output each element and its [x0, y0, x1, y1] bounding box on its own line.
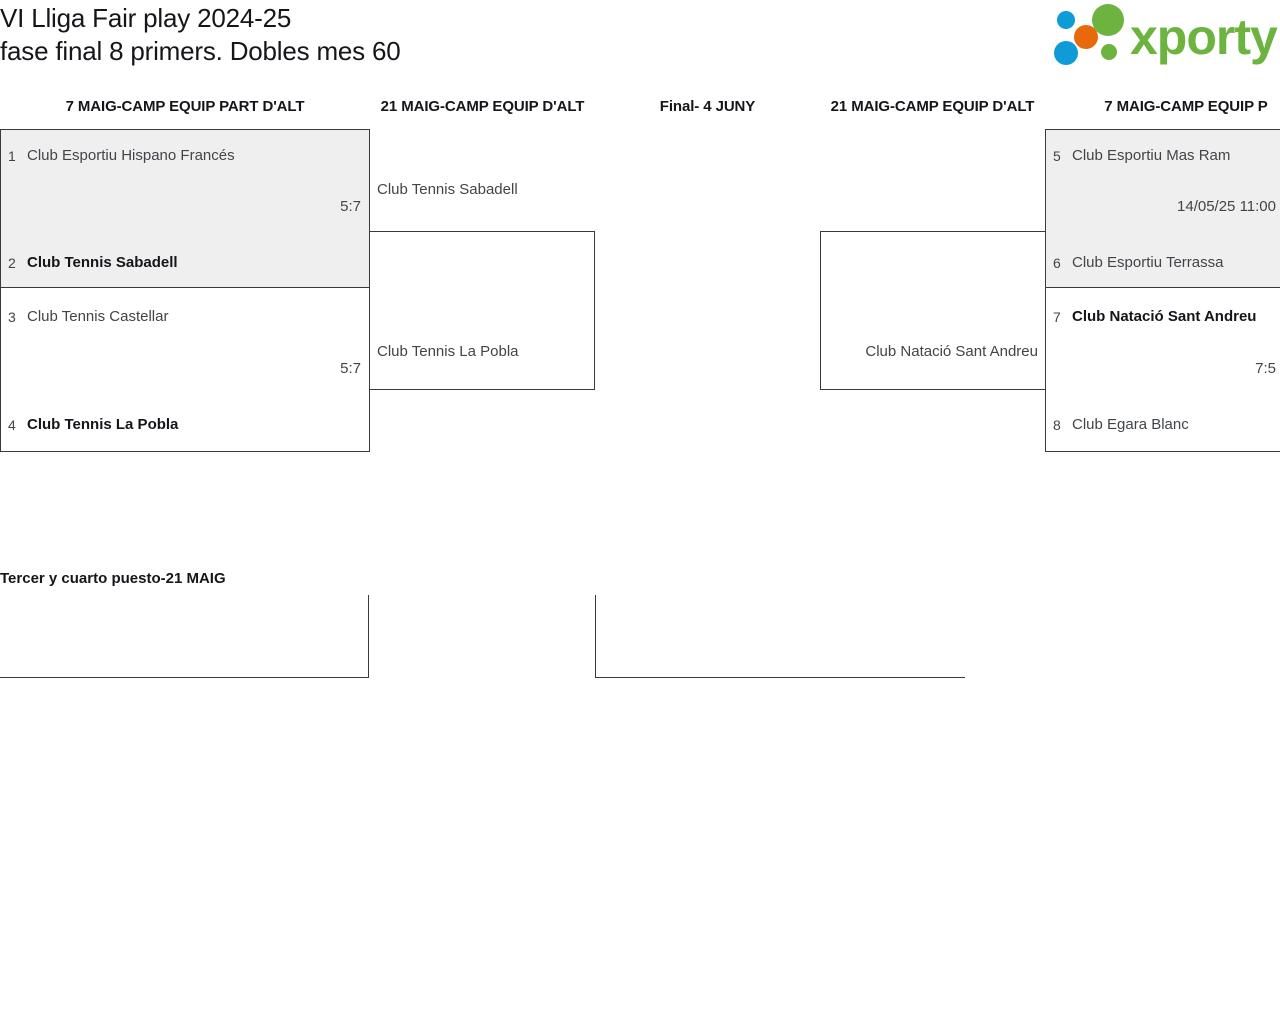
- svg-text:xporty: xporty: [1130, 9, 1278, 65]
- competitor-name: Club Egara Blanc: [1072, 416, 1189, 433]
- semifinal-left-bottom-competitor[interactable]: Club Tennis La Pobla: [377, 343, 519, 360]
- competitor-seed-6[interactable]: 6 Club Esportiu Terrassa: [1046, 251, 1280, 275]
- round-header-quarterfinals-left: 7 MAIG-CAMP EQUIP PART D'ALT: [65, 98, 305, 115]
- seed-number: 8: [1053, 417, 1061, 433]
- competitor-name: Club Natació Sant Andreu: [1072, 308, 1257, 325]
- seed-number: 7: [1053, 309, 1061, 325]
- third-place-connector-right: [595, 595, 965, 678]
- competitor-seed-2[interactable]: 2 Club Tennis Sabadell: [1, 251, 369, 275]
- seed-number: 5: [1053, 148, 1061, 164]
- round-header-semifinal-left: 21 MAIG-CAMP EQUIP D'ALT: [380, 98, 585, 115]
- match-score: 7:5: [1255, 360, 1276, 377]
- semifinal-left-top-competitor[interactable]: Club Tennis Sabadell: [377, 181, 518, 198]
- match-quarterfinal-3[interactable]: 5 Club Esportiu Mas Ram 14/05/25 11:00 6…: [1045, 129, 1280, 288]
- competitor-seed-8[interactable]: 8 Club Egara Blanc: [1046, 413, 1280, 437]
- match-score: 5:7: [340, 360, 361, 377]
- seed-number: 6: [1053, 255, 1061, 271]
- round-header-semifinal-right: 21 MAIG-CAMP EQUIP D'ALT: [830, 98, 1035, 115]
- seed-number: 3: [8, 309, 16, 325]
- logo-dots: [1054, 4, 1124, 65]
- competitor-name: Club Esportiu Mas Ram: [1072, 147, 1231, 164]
- competitor-seed-7[interactable]: 7 Club Natació Sant Andreu: [1046, 305, 1280, 329]
- competitor-seed-1[interactable]: 1 Club Esportiu Hispano Francés: [1, 144, 369, 168]
- title-line-1: VI Lliga Fair play 2024-25: [0, 3, 292, 33]
- round-header-final: Final- 4 JUNY: [659, 98, 756, 115]
- competitor-seed-4[interactable]: 4 Club Tennis La Pobla: [1, 413, 369, 437]
- match-quarterfinal-1[interactable]: 1 Club Esportiu Hispano Francés 5:7 2 Cl…: [0, 129, 370, 288]
- page-title: VI Lliga Fair play 2024-25 fase final 8 …: [0, 2, 900, 68]
- competitor-name: Club Tennis Castellar: [27, 308, 169, 325]
- semifinal-left-connector: [370, 231, 595, 390]
- title-line-2: fase final 8 primers. Dobles mes 60: [0, 36, 401, 66]
- competitor-name: Club Esportiu Hispano Francés: [27, 147, 235, 164]
- competitor-name: Club Tennis Sabadell: [27, 254, 178, 271]
- match-score: 5:7: [340, 198, 361, 215]
- competitor-seed-3[interactable]: 3 Club Tennis Castellar: [1, 305, 369, 329]
- seed-number: 1: [8, 148, 16, 164]
- third-place-connector-left: [0, 595, 369, 678]
- semifinal-right-bottom-competitor[interactable]: Club Natació Sant Andreu: [865, 343, 1038, 360]
- match-quarterfinal-2[interactable]: 3 Club Tennis Castellar 5:7 4 Club Tenni…: [0, 287, 370, 452]
- semifinal-right-connector: [820, 231, 1045, 390]
- seed-number: 4: [8, 417, 16, 433]
- round-header-quarterfinals-right: 7 MAIG-CAMP EQUIP P: [1104, 98, 1268, 115]
- competitor-name: Club Tennis La Pobla: [27, 416, 179, 433]
- match-quarterfinal-4[interactable]: 7 Club Natació Sant Andreu 7:5 8 Club Eg…: [1045, 287, 1280, 452]
- competitor-name: Club Esportiu Terrassa: [1072, 254, 1224, 271]
- third-place-label: Tercer y cuarto puesto-21 MAIG: [0, 570, 226, 587]
- seed-number: 2: [8, 255, 16, 271]
- match-datetime: 14/05/25 11:00: [1177, 198, 1276, 215]
- competitor-seed-5[interactable]: 5 Club Esportiu Mas Ram: [1046, 144, 1280, 168]
- xporty-logo[interactable]: xporty: [1046, 4, 1280, 66]
